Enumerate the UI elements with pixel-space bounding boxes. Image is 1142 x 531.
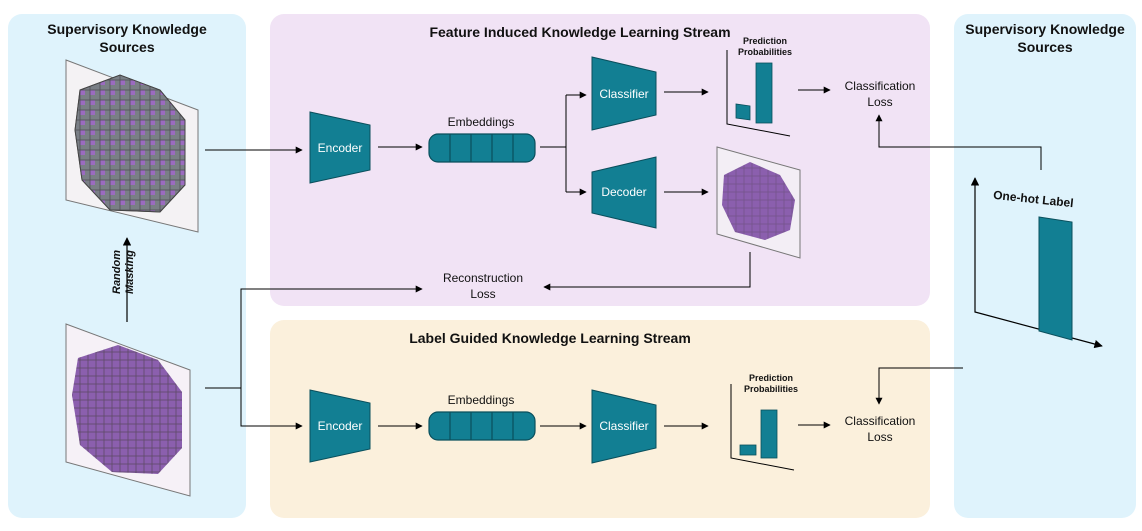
arrow-original-branch (205, 285, 423, 389)
masked-tissue-image (65, 59, 199, 233)
label-loss-line1: Classification (845, 414, 916, 428)
label-classifier-block (591, 389, 657, 464)
feature-loss-line2: Loss (867, 95, 892, 109)
label-pred-label-line2: Probabilities (744, 384, 798, 394)
feature-encoder-label: Encoder (318, 141, 363, 155)
feature-pred-label-line2: Probabilities (738, 47, 792, 57)
onehot-label-chart (970, 177, 1103, 349)
feature-stream-title: Feature Induced Knowledge Learning Strea… (429, 24, 730, 40)
reconstructed-tissue-image (716, 146, 801, 259)
label-classifier-label: Classifier (599, 419, 648, 433)
right-panel-title-line1: Supervisory Knowledge (965, 21, 1125, 37)
decoder-label: Decoder (601, 185, 646, 199)
label-encoder-block (309, 389, 371, 463)
feature-embeddings-vector (428, 133, 536, 163)
label-embeddings-label: Embeddings (448, 393, 515, 407)
arrow-onehot-to-feature-loss (875, 114, 1042, 170)
feature-loss-line1: Classification (845, 79, 916, 93)
recon-loss-line2: Loss (470, 287, 495, 301)
arrow-onehot-to-label-loss (875, 367, 963, 405)
masking-label-line1: Random (111, 250, 123, 294)
label-loss-line2: Loss (867, 430, 892, 444)
label-pred-label-line1: Prediction (749, 373, 793, 383)
feature-encoder-block (309, 111, 371, 184)
feature-prediction-chart (726, 50, 791, 137)
right-panel-title-line2: Sources (1017, 39, 1072, 55)
branch-line (540, 95, 567, 192)
left-panel-title-line1: Supervisory Knowledge (47, 21, 207, 37)
feature-pred-label-line1: Prediction (743, 36, 787, 46)
left-panel-title-line2: Sources (99, 39, 154, 55)
feature-embeddings-label: Embeddings (448, 115, 515, 129)
masking-label-line2: Masking (124, 250, 136, 294)
label-embeddings-vector (428, 411, 536, 441)
label-prediction-chart (730, 384, 795, 471)
recon-loss-line1: Reconstruction (443, 271, 523, 285)
label-stream-title: Label Guided Knowledge Learning Stream (409, 330, 691, 346)
arrow-original-to-label-encoder (240, 388, 303, 430)
feature-classifier-label: Classifier (599, 87, 648, 101)
decoder-block (591, 156, 657, 229)
arrow-recon-to-loss (543, 252, 751, 291)
feature-classifier-block (591, 56, 657, 131)
original-tissue-image (65, 323, 191, 497)
label-encoder-label: Encoder (318, 419, 363, 433)
